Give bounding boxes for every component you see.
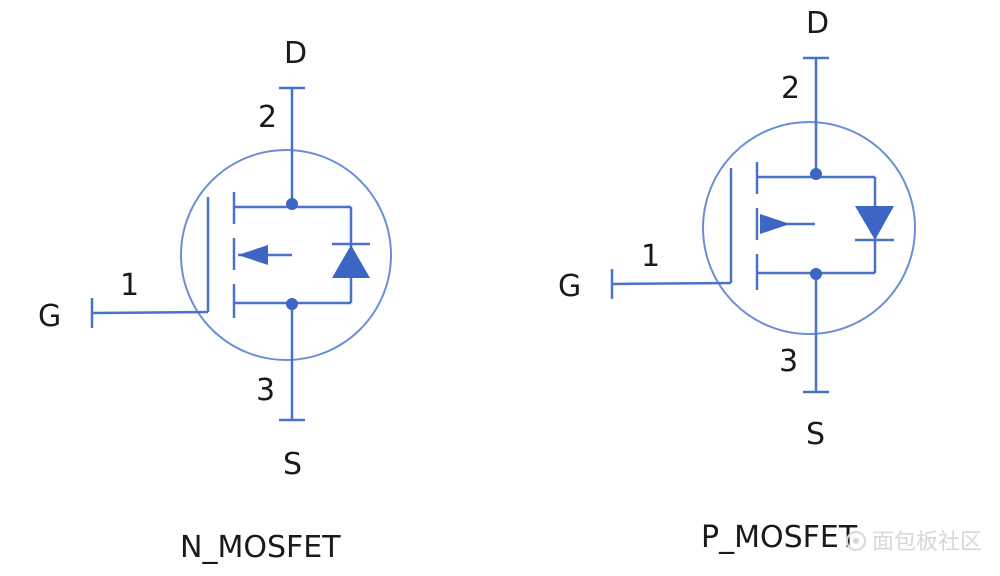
p-mosfet-symbol — [610, 56, 916, 394]
p-diode-icon — [855, 206, 894, 240]
n-mosfet-body-circle — [180, 149, 392, 361]
watermark: 面包板社区 — [846, 530, 982, 555]
n-mosfet-caption: N_MOSFET — [180, 530, 341, 565]
watermark-text: 面包板社区 — [872, 530, 982, 555]
p-mosfet-caption: P_MOSFET — [701, 520, 858, 555]
n-source-label: S — [283, 447, 302, 482]
p-source-pin-number: 3 — [779, 344, 798, 379]
p-gate-pin-number: 1 — [641, 239, 660, 274]
n-gate-pin-number: 1 — [120, 268, 139, 303]
n-diode-icon — [332, 245, 370, 278]
watermark-logo-icon — [846, 531, 866, 551]
n-gate-lead — [91, 310, 209, 315]
p-drain-junction-dot — [810, 168, 822, 180]
p-body-arrow-icon — [760, 214, 790, 234]
n-body-arrow-icon — [238, 245, 268, 265]
p-mosfet-body-circle — [702, 121, 916, 335]
n-source-pin-number: 3 — [256, 373, 275, 408]
n-drain-junction-dot — [286, 198, 298, 210]
p-source-junction-dot — [810, 268, 822, 280]
n-source-junction-dot — [286, 298, 298, 310]
p-drain-label: D — [806, 6, 829, 41]
p-source-label: S — [806, 417, 825, 452]
p-drain-pin-number: 2 — [781, 71, 800, 106]
n-gate-label: G — [38, 299, 61, 334]
n-mosfet-symbol — [90, 86, 392, 422]
n-drain-label: D — [284, 36, 307, 71]
n-drain-pin-number: 2 — [258, 100, 277, 135]
p-gate-lead — [611, 281, 732, 286]
p-gate-label: G — [558, 269, 581, 304]
